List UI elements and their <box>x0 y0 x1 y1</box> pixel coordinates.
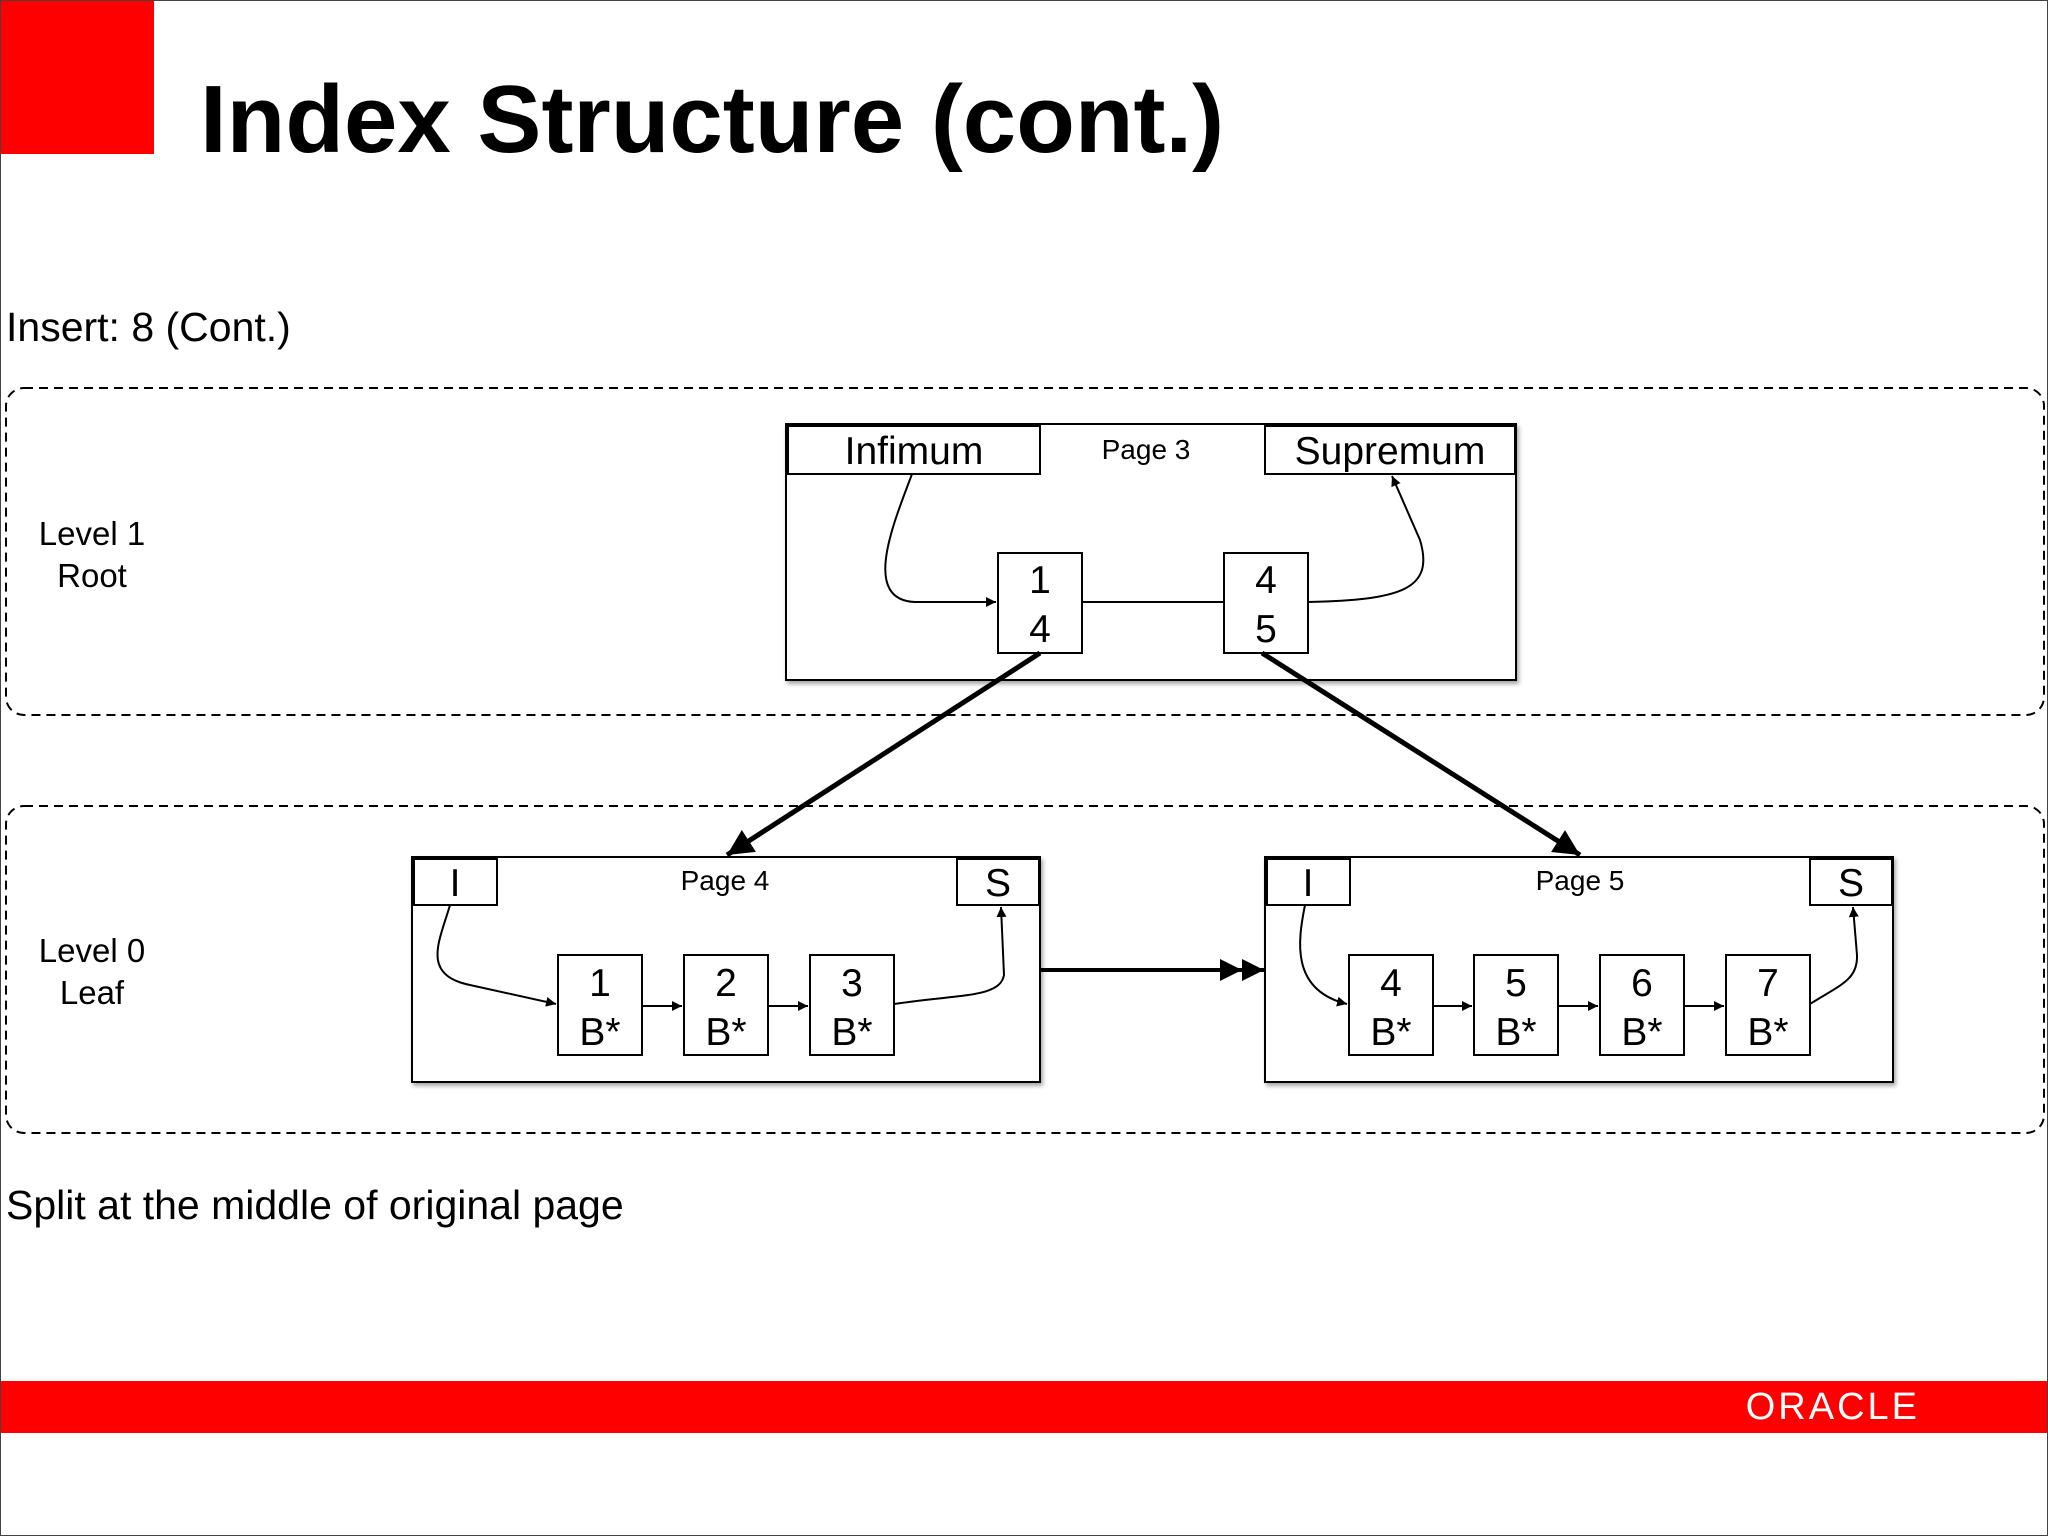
supremum-label: S <box>1838 862 1864 905</box>
root-record <box>997 552 1083 654</box>
level-0-name: Level 0 <box>39 932 145 969</box>
level-1-name: Level 1 <box>39 515 145 552</box>
leaf-page-label: Page 5 <box>1536 865 1625 896</box>
supremum-box <box>1809 858 1893 906</box>
infimum-link-arrow <box>884 473 996 607</box>
root-record-key: 4 <box>1255 559 1277 602</box>
leaf-record-value: B* <box>831 1011 872 1054</box>
leaf-record-value: B* <box>1621 1011 1662 1054</box>
level-0-band <box>5 805 2045 1134</box>
supremum-link-arrow <box>1307 475 1425 603</box>
leaf-record-value: B* <box>1747 1011 1788 1054</box>
leaf-record-key: 6 <box>1631 962 1653 1005</box>
subtitle: Insert: 8 (Cont.) <box>6 304 291 350</box>
leaf-record-key: 4 <box>1380 962 1402 1005</box>
leaf-record-key: 3 <box>841 962 863 1005</box>
oracle-logo-icon: ORACLE <box>1745 1386 1920 1428</box>
caption: Split at the middle of original page <box>6 1182 624 1228</box>
corner-accent <box>0 0 154 154</box>
supremum-link-arrow <box>1809 906 1859 1005</box>
root-record-key: 1 <box>1029 559 1051 602</box>
leaf-record <box>809 954 895 1056</box>
root-record-pointer: 5 <box>1255 608 1277 651</box>
root-record <box>1223 552 1309 654</box>
infimum-label: I <box>450 862 461 905</box>
leaf-record-value: B* <box>1370 1011 1411 1054</box>
infimum-link-arrow <box>1299 904 1348 1007</box>
root-record-pointer: 4 <box>1029 608 1051 651</box>
leaf-page: I S Page 4 1 B* 2 B* 3 B* <box>411 856 1041 1083</box>
infimum-link-arrow <box>436 904 557 1007</box>
leaf-record-value: B* <box>1495 1011 1536 1054</box>
leaf-record <box>683 954 769 1056</box>
root-page: Infimum Supremum Page 3 1 4 4 5 <box>785 423 1517 681</box>
infimum-label: Infimum <box>845 430 984 473</box>
leaf-record <box>1599 954 1685 1056</box>
level-0-role: Leaf <box>60 974 125 1011</box>
leaf-record-value: B* <box>705 1011 746 1054</box>
leaf-record-key: 7 <box>1757 962 1779 1005</box>
leaf-record-key: 2 <box>715 962 737 1005</box>
leaf-record-key: 5 <box>1505 962 1527 1005</box>
supremum-box <box>956 858 1040 906</box>
supremum-link-arrow <box>893 906 1007 1005</box>
supremum-label: Supremum <box>1295 430 1486 473</box>
supremum-box <box>1264 425 1516 475</box>
leaf-page: I S Page 5 4 B* 5 B* 6 B* 7 B* <box>1264 856 1894 1083</box>
leaf-record <box>1725 954 1811 1056</box>
level-1-band <box>5 387 2045 716</box>
infimum-box <box>413 858 498 906</box>
leaf-record-key: 1 <box>589 962 611 1005</box>
root-page-label: Page 3 <box>1102 434 1191 465</box>
page-title: Index Structure (cont.) <box>200 66 1225 173</box>
leaf-page-label: Page 4 <box>681 865 770 896</box>
infimum-label: I <box>1303 862 1314 905</box>
child-pointer-arrow <box>1260 650 1582 858</box>
level-1-role: Root <box>57 557 127 594</box>
infimum-box <box>1266 858 1351 906</box>
leaf-record <box>1473 954 1559 1056</box>
infimum-box <box>787 425 1041 475</box>
supremum-label: S <box>985 862 1011 905</box>
child-pointer-arrow <box>725 650 1042 858</box>
leaf-record-value: B* <box>579 1011 620 1054</box>
leaf-record <box>1348 954 1434 1056</box>
leaf-record <box>557 954 643 1056</box>
footer-bar <box>0 1381 2048 1433</box>
